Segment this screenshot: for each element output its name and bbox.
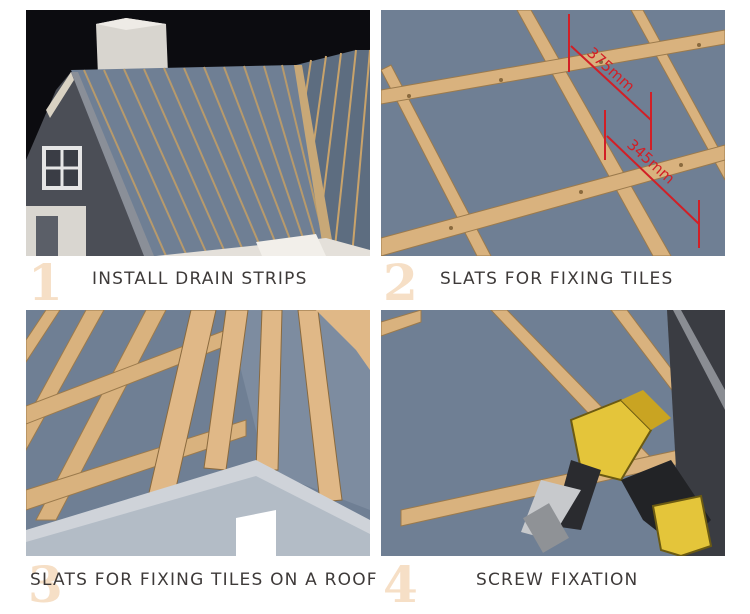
step-3-image: [26, 310, 370, 556]
step-4-number: 4: [383, 555, 418, 614]
step-4-image: [381, 310, 725, 556]
step-1-image: [26, 10, 370, 256]
step-3-caption: SLATS FOR FIXING TILES ON A ROOF: [30, 570, 378, 590]
step-2-caption: SLATS FOR FIXING TILES: [440, 269, 674, 289]
step-3-number: 3: [28, 555, 63, 614]
step-1-caption: INSTALL DRAIN STRIPS: [92, 269, 308, 289]
step-2-image: 375mm 345mm: [381, 10, 725, 256]
step-2-number: 2: [383, 253, 418, 312]
step-4-caption: SCREW FIXATION: [476, 570, 639, 590]
step-1-number: 1: [28, 253, 63, 312]
